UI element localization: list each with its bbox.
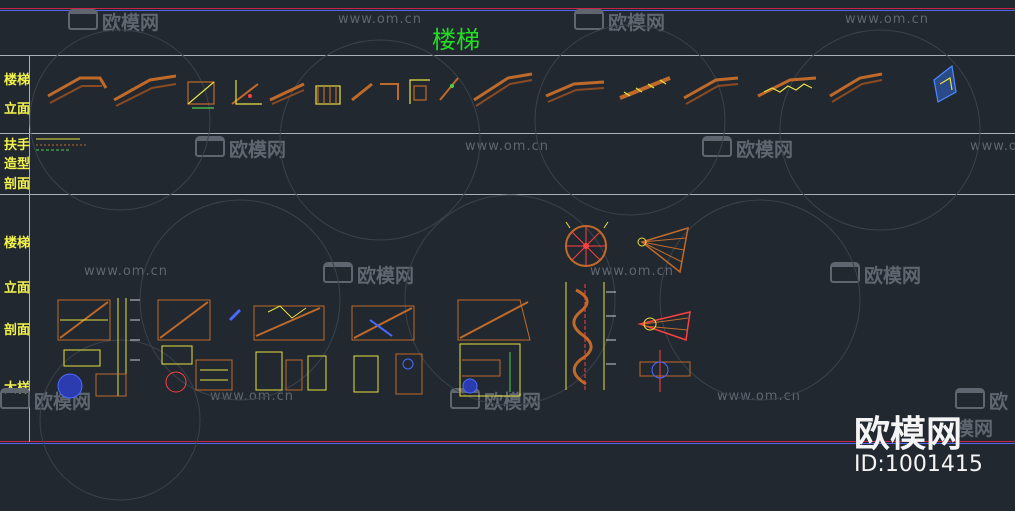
watermark-logo: 欧模网 — [195, 135, 286, 162]
watermark-arcs — [29, 24, 981, 501]
stair-elevation-7 — [351, 82, 399, 102]
watermark-logo: 欧模网 — [574, 8, 665, 35]
watermark-logo-text: 欧模网 — [955, 391, 1009, 440]
bottom-border-blue — [0, 443, 1015, 444]
row3-label-3: 剖面 — [4, 323, 31, 338]
top-border-red — [0, 8, 1015, 9]
brand-id: ID:1001415 — [854, 452, 983, 477]
row1-label-1: 楼梯 — [4, 73, 31, 88]
row2-label-3: 剖面 — [4, 177, 31, 192]
top-border-blue — [0, 10, 1015, 11]
row-divider-1 — [0, 55, 1015, 56]
stair-elevation-9 — [473, 72, 533, 107]
watermark-logo: 欧模网 — [830, 261, 921, 288]
watermark-logo-text: 欧模网 — [864, 265, 922, 287]
stair-elevation-row — [47, 64, 957, 109]
watermark-url: www.om.cn — [717, 389, 801, 404]
sofa-logo-icon — [68, 9, 98, 30]
stair-elevation-14 — [829, 72, 883, 103]
watermark-logo-text: 欧模网 — [608, 12, 666, 34]
stair-elevation-10 — [545, 80, 605, 103]
stair-section-5 — [457, 299, 531, 397]
stair-section-4 — [351, 305, 423, 395]
label-column-divider — [29, 55, 30, 442]
spiral-stair-detail — [637, 311, 691, 392]
watermark-logo: 欧模网 — [68, 8, 159, 35]
watermark-logo-text: 欧模网 — [102, 12, 160, 34]
watermark-logo-text: 欧模网 — [357, 265, 415, 287]
sofa-logo-icon — [702, 136, 732, 157]
stair-elevation-3 — [187, 81, 215, 109]
watermark-url: www.om.cn — [84, 264, 168, 279]
stair-elevation-13 — [757, 76, 817, 98]
row-divider-2 — [0, 133, 1015, 134]
sofa-logo-icon — [195, 136, 225, 157]
watermark-url: www.om.cn — [845, 12, 929, 27]
spiral-stair-fan-plan — [637, 226, 689, 274]
row-divider-3 — [0, 194, 1015, 195]
sofa-logo-icon — [955, 388, 985, 409]
stair-elevation-1 — [47, 76, 108, 104]
watermark-logo: 欧模网 — [702, 135, 793, 162]
watermark-logo-text: 欧模网 — [229, 139, 287, 161]
row2-label-1: 扶手 — [4, 138, 31, 153]
sofa-logo-icon — [0, 388, 30, 409]
stair-section-3 — [253, 305, 327, 391]
stair-section-1 — [57, 298, 140, 399]
row1-label-2: 立面 — [4, 102, 31, 117]
sofa-logo-icon — [830, 262, 860, 283]
handrail-profile-snippet — [36, 138, 86, 151]
spiral-stair-elevation — [565, 282, 616, 392]
watermark-logo: 欧模网 — [955, 387, 1015, 441]
stair-elevation-11 — [619, 76, 671, 100]
watermark-url: www.om.cn — [465, 139, 549, 154]
watermark-logo-text: 欧模网 — [736, 139, 794, 161]
row3-label-2: 立面 — [4, 281, 31, 296]
stair-elevation-5 — [269, 82, 305, 105]
stair-elevation-2 — [113, 74, 177, 107]
stair-section-2 — [157, 299, 242, 393]
spiral-stair-plan — [565, 221, 609, 267]
watermark-url: www.om.cn — [970, 139, 1015, 154]
sofa-logo-icon — [574, 9, 604, 30]
row2-label-2: 造型 — [4, 157, 31, 172]
stair-section-row — [57, 221, 691, 399]
stair-elevation-8 — [409, 77, 459, 104]
row3-label-1: 楼梯 — [4, 236, 31, 251]
stair-elevation-6 — [315, 85, 341, 105]
stair-elevation-15 — [933, 64, 957, 103]
stair-elevation-4 — [231, 80, 262, 105]
stair-elevation-12 — [683, 76, 739, 105]
bottom-border-red — [0, 441, 1015, 442]
watermark-url: www.om.cn — [590, 264, 674, 279]
watermark-url: www.om.cn — [338, 12, 422, 27]
watermark-url: www.om.cn — [210, 389, 294, 404]
sheet-title: 楼梯 — [432, 26, 480, 54]
brand-logo-text: 欧模网 — [854, 414, 963, 455]
